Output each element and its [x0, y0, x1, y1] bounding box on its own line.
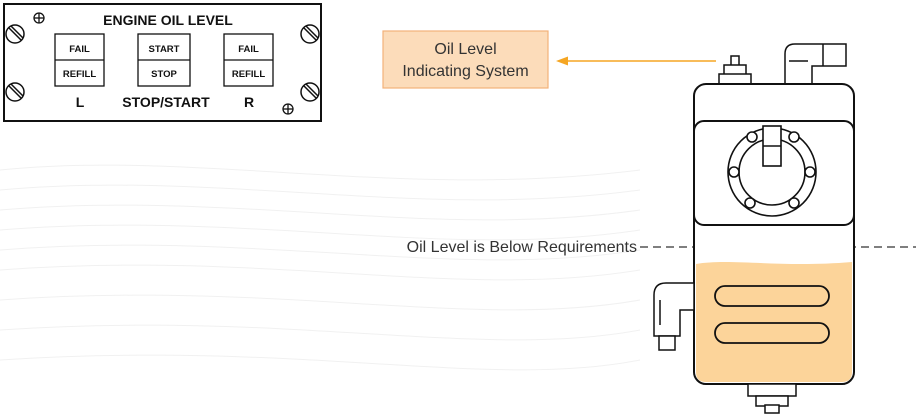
background-lines [0, 164, 641, 371]
stop-start-label: STOP/START [122, 94, 210, 110]
left-fail-label: FAIL [69, 44, 90, 55]
start-stop-switch[interactable]: START STOP [137, 33, 191, 87]
right-fail-label: FAIL [238, 44, 259, 55]
side-fitting [653, 282, 695, 351]
filler-elbow [784, 43, 847, 85]
oil-tank [653, 43, 855, 414]
sight-slot [714, 285, 830, 307]
right-switch-label: R [244, 94, 254, 110]
start-label: START [149, 44, 180, 55]
right-fail-refill-switch[interactable]: FAIL REFILL [223, 33, 274, 87]
callout-line-2: Indicating System [402, 63, 528, 80]
screw-icon [300, 82, 320, 102]
sight-slot [714, 322, 830, 344]
screw-icon [300, 24, 320, 44]
oil-fill [696, 262, 852, 382]
left-fail-refill-switch[interactable]: FAIL REFILL [54, 33, 105, 87]
stop-label: STOP [151, 69, 177, 80]
sight-gauge [727, 125, 817, 217]
level-sensor-connector [718, 55, 752, 85]
drain-plug [747, 383, 797, 414]
panel-title: ENGINE OIL LEVEL [103, 12, 233, 28]
oil-level-indicating-system-callout: Oil Level Indicating System [382, 30, 549, 89]
oil-level-note: Oil Level is Below Requirements [407, 239, 637, 256]
callout-arrow [556, 56, 716, 66]
left-refill-label: REFILL [63, 69, 96, 80]
screw-icon [5, 82, 25, 102]
left-switch-label: L [76, 94, 85, 110]
crosshair-screw-icon [33, 12, 45, 24]
crosshair-screw-icon [282, 103, 294, 115]
right-refill-label: REFILL [232, 69, 265, 80]
engine-oil-level-panel: ENGINE OIL LEVEL FAIL REFILL L [3, 3, 322, 122]
callout-line-1: Oil Level [434, 41, 496, 58]
screw-icon [5, 24, 25, 44]
